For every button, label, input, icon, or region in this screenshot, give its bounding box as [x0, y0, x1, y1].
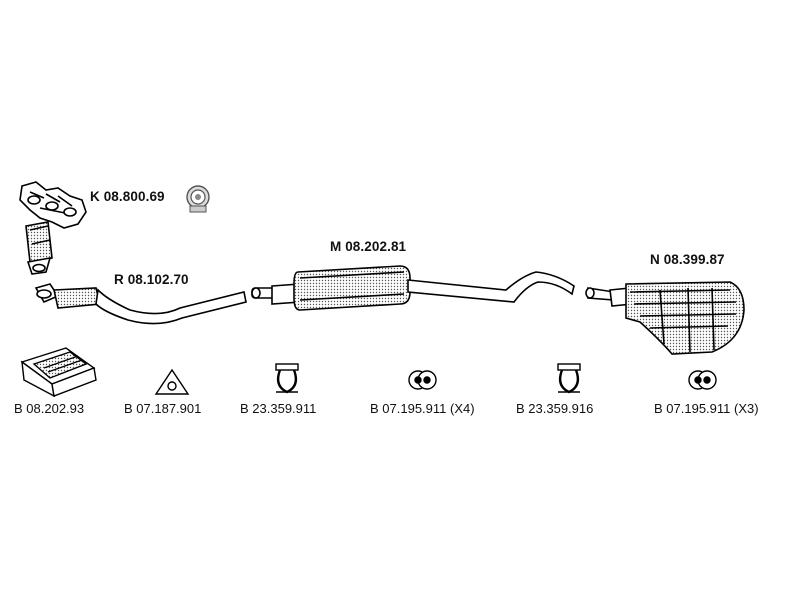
manifold-catalyst: [19, 181, 87, 275]
label-clamp-2: B 23.359.916: [516, 401, 594, 416]
label-rear-silencer: N 08.399.87: [650, 252, 725, 267]
gasket-icon: [154, 368, 190, 395]
label-middle-silencer: M 08.202.81: [330, 239, 407, 254]
front-pipe: [34, 283, 247, 325]
rubber-mount-icon: [688, 370, 717, 390]
mounting-kit-box-icon: [20, 347, 97, 398]
label-rubber-mount-1: B 07.195.911 (X4): [370, 401, 475, 416]
rear-silencer: [585, 281, 745, 355]
pipe-clamp-icon: [275, 363, 299, 394]
rubber-mount-icon: [408, 370, 437, 390]
label-gasket: B 07.187.901: [124, 401, 202, 416]
label-clamp-1: B 23.359.911: [240, 401, 317, 416]
label-rubber-mount-2: B 07.195.911 (X3): [654, 401, 759, 416]
label-mounting-kit: B 08.202.93: [14, 401, 85, 416]
label-catalyst: K 08.800.69: [90, 189, 165, 204]
catalyst-badge-icon: [186, 185, 210, 213]
label-front-pipe: R 08.102.70: [114, 272, 189, 287]
pipe-clamp-icon: [557, 363, 581, 394]
middle-silencer: [251, 265, 575, 311]
